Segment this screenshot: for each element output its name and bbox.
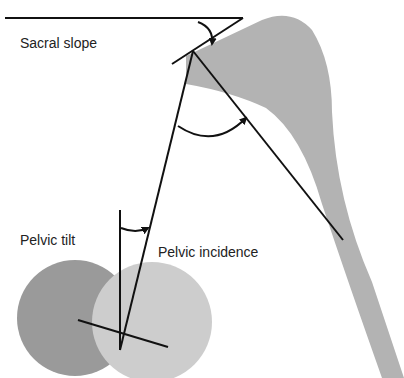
perpendicular-line: [193, 51, 343, 240]
vertical-line: [119, 210, 121, 350]
femoral-axis-line: [78, 320, 168, 347]
angle-label: Pelvic incidence: [158, 244, 258, 260]
sacral-endplate-line: [172, 18, 243, 64]
sacrum-shape: [186, 16, 404, 378]
angle-label: Sacral slope: [20, 35, 97, 51]
horizontal-line: [5, 17, 243, 19]
femoral-head: [92, 262, 212, 378]
angle-arc: [198, 22, 212, 44]
hip-axis-line: [120, 51, 193, 350]
angle-arc: [178, 118, 246, 136]
angle-label: Pelvic tilt: [20, 232, 75, 248]
angle-arc: [121, 228, 148, 231]
